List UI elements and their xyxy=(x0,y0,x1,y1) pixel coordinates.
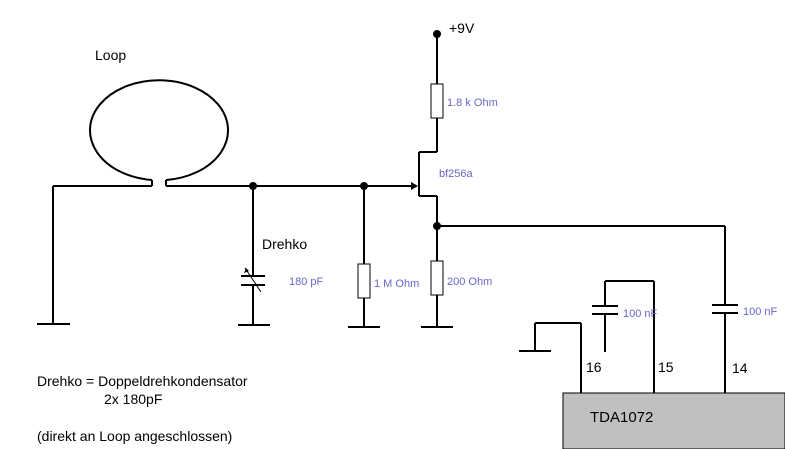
note-line-3: (direkt an Loop angeschlossen) xyxy=(37,428,232,444)
capacitor1-value: 100 nF xyxy=(623,308,658,320)
ic-label: TDA1072 xyxy=(590,409,653,426)
loop-label: Loop xyxy=(95,47,126,63)
jfet-transistor xyxy=(418,151,438,226)
pin16-ground xyxy=(519,322,582,393)
gate-resistor xyxy=(348,186,380,328)
tuning-capacitor-value: 180 pF xyxy=(289,276,324,288)
decoupling-capacitor xyxy=(592,280,655,393)
pin15-label: 15 xyxy=(658,359,674,375)
pin14-label: 14 xyxy=(732,360,748,376)
source-resistor xyxy=(421,226,453,328)
gate-resistor-value: 1 M Ohm xyxy=(374,278,419,290)
ic-body xyxy=(562,392,785,449)
loop-antenna xyxy=(89,79,229,186)
tuning-capacitor xyxy=(238,186,270,326)
drehko-label: Drehko xyxy=(262,236,307,252)
drain-resistor-value: 1.8 k Ohm xyxy=(447,97,498,109)
capacitor2-value: 100 nF xyxy=(743,306,778,318)
gate-arrow xyxy=(411,182,418,190)
transistor-label: bf256a xyxy=(439,168,474,180)
pin16-label: 16 xyxy=(586,359,602,375)
source-resistor-value: 200 Ohm xyxy=(447,276,492,288)
note-line-2: 2x 180pF xyxy=(104,391,162,407)
output-line xyxy=(437,225,738,393)
supply-label: +9V xyxy=(449,20,475,36)
drain-resistor xyxy=(430,34,444,152)
loop-ground-lead xyxy=(37,185,152,325)
note-line-1: Drehko = Doppeldrehkondensator xyxy=(37,373,248,389)
